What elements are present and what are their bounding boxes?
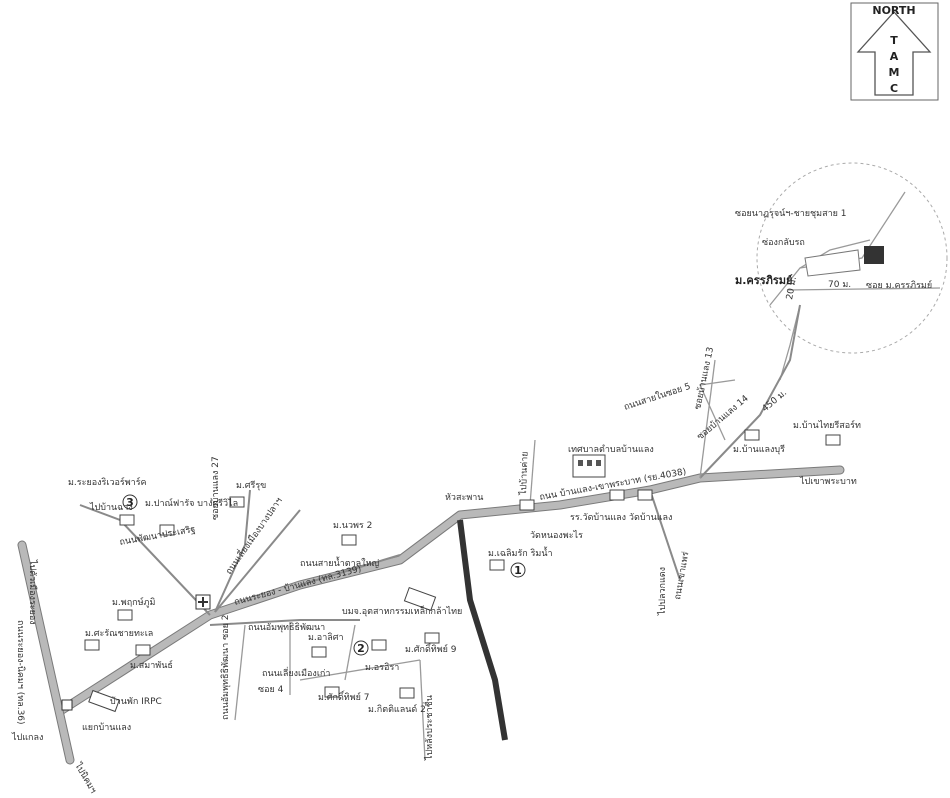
village-icon-phruksa [117, 609, 133, 621]
inset-70m-label: 70 ม. [828, 280, 851, 290]
huai-lam-label: หัวสะพาน [445, 493, 483, 503]
rd-sukhumvit-label: ถนนเลี่ยงเมืองเก่า [262, 666, 330, 679]
svg-text:2: 2 [357, 642, 365, 655]
roads [17, 304, 845, 765]
marker-2 [353, 640, 369, 656]
rd-phatthana-label: ถนนพัฒนาประเสริฐ [119, 524, 197, 548]
inset-detail: ซอยนาฏรุจน์ฯ-ชายชุมสาย 1 ซ่องกลับรถ ม.คร… [735, 162, 948, 381]
village-icon-arachan [371, 639, 387, 651]
to-klaeng-label: ไปแกลง [11, 732, 43, 743]
village-icon-sakdi7 [324, 686, 340, 698]
river [457, 519, 508, 741]
temple-icon-nong-phrai [519, 499, 535, 511]
village-plaza-label: ม.ศะรัณชายทะเล [85, 629, 153, 639]
village-icon-kittisiri [399, 687, 415, 699]
compass-letter-a: A [890, 50, 899, 63]
village-sapphire-label: ม.สมาพันธ์ [130, 659, 173, 671]
landmarks: 3 1 2 [61, 429, 841, 713]
village-kittisiri-label: ม.กิตติแลนด์ 2 [368, 703, 426, 715]
to-pluak-daeng-label: ไปปลวกแดง [657, 567, 668, 616]
village-icon-anchira [311, 646, 327, 658]
village-icon-khlong-rim [489, 559, 505, 571]
compass-letter-m: M [889, 66, 900, 79]
to-nikhom-label: ไปนิคมฯ [72, 760, 99, 795]
rd-nong-khai-label: ถนนสายน้ำตาลใหญ่ [300, 556, 380, 569]
municipal-office-label: เทศบาลตำบลบ้านแลง [568, 444, 654, 455]
inset-project-label: ม.ครรภิรมย์ [735, 274, 792, 287]
rd-soi-27-label: ซอยบ้านแลง 27 [210, 456, 221, 520]
wat-nong-phrai-label: วัดหนองพะไร [530, 530, 583, 541]
yaek-ban-laeng-label: แยกบ้านแลง [82, 722, 131, 733]
village-icon-nawarat2 [341, 534, 357, 546]
school-icon-ban-laeng [609, 489, 625, 501]
compass: NORTH T A M C [850, 2, 939, 101]
village-near-river-label: ม.ปาณ์ฟารัจ บางศรีวิไล [145, 497, 238, 509]
project-site-marker [864, 246, 884, 264]
main-road-west-label: ถนนระยอง - บ้านแลง (ทล.3139) [233, 563, 363, 608]
inset-20m-label: 20 ม. [785, 276, 799, 300]
village-khlong-rim-label: ม.เฉลิมรัก ริมน้ำ [488, 546, 553, 559]
north-label: NORTH [872, 4, 915, 17]
village-nawarat2-label: ม.นวพร 2 [333, 521, 372, 531]
industry-label: บมจ.อุตสาหกรรมเหล็กกล้าไทย [342, 604, 462, 617]
village-anchira-label: ม.อาลิศา [308, 632, 344, 643]
to-ban-kha-label: ไปบ้านค่าย [518, 451, 531, 496]
north-arrow-icon [856, 11, 932, 96]
temple-ban-laeng-label: รร.วัดบ้านแลง วัดบ้านแลง [570, 512, 672, 523]
inset-gate-label: ซอย ม.ครรภิรมย์ [866, 279, 932, 291]
village-icon-sapphire [135, 644, 151, 656]
rd-soi4-label: ซอย 4 [258, 685, 284, 695]
village-icon-ban-laeng-buri [744, 429, 760, 441]
svg-text:1: 1 [514, 564, 522, 577]
rd-sai-nai-5-label: ถนนสายในซอย 5 [623, 381, 692, 413]
dist-450-label: 450 ม. [761, 388, 790, 414]
irpc-label: บ้านพัก IRPC [110, 696, 162, 707]
inset-uturn-label: ซ่องกลับรถ [762, 238, 805, 248]
rd-sukhumvit-hw-label: ถนนระยอง-นิคมฯ (ทล.36) [15, 620, 26, 725]
village-srisuk-label: ม.ศรีรุข [236, 480, 266, 491]
village-rayong-river-label: ม.ระยองริเวอร์พาร์ค [68, 476, 147, 488]
village-ban-thai-royal-label: ม.บ้านไทยรีสอร์ท [793, 419, 861, 431]
temple-icon-ban-laeng [637, 489, 653, 501]
rd-khlong-label: ถนนอัมพุทธิธิพัฒนา [248, 622, 325, 633]
inset-soi-top-label: ซอยนาฏรุจน์ฯ-ชายชุมสาย 1 [735, 207, 846, 219]
village-sakdi9-label: ม.ศักดิ์ทิพย์ 9 [405, 642, 457, 655]
industry-icon [403, 586, 437, 612]
village-icon-rayong-river [119, 514, 135, 526]
to-prachachuen-label: ไปหลังประชาชื่น [422, 695, 435, 761]
village-icon-plaza [84, 639, 100, 651]
to-mueang-label: ไปตัวเมืองระยอง [27, 559, 38, 625]
village-sakdi7-label: ม.ศักดิ์ทิพย์ 7 [318, 690, 370, 703]
village-icon-ban-thai-royal [825, 434, 841, 446]
village-arachan-label: ม.อรอิรา [365, 662, 399, 673]
seven-eleven-icon [61, 699, 73, 711]
rd-khao-label: ถนนเขาแพร่ [673, 551, 691, 601]
irpc-icon [88, 689, 120, 713]
marker-1 [510, 562, 526, 578]
village-icon-srisuk [229, 496, 245, 508]
compass-letter-c: C [890, 82, 898, 95]
compass-letter-t: T [890, 34, 898, 47]
to-ban-chang-label: ไปบ้านฉาง [89, 502, 133, 513]
rd-soi2-label: ถนนอัมพุทธิธิพัฒนา ซอย 2 [220, 615, 231, 720]
village-ban-laeng-buri-label: ม.บ้านแลงบุรี [733, 444, 785, 455]
svg-text:3: 3 [126, 496, 134, 509]
village-icon-sakdi9 [424, 632, 440, 644]
map-labels: เทศบาลตำบลบ้านแลง ถนน บ้านแลง-เขาพระบาท … [11, 346, 861, 795]
to-khao-phrabat-label: ไปเขาพระบาท [799, 476, 857, 487]
village-phruksa-label: ม.พฤกษ์ภูมิ [112, 596, 155, 608]
marker-3 [122, 494, 138, 510]
village-icon-near-river [159, 524, 175, 536]
